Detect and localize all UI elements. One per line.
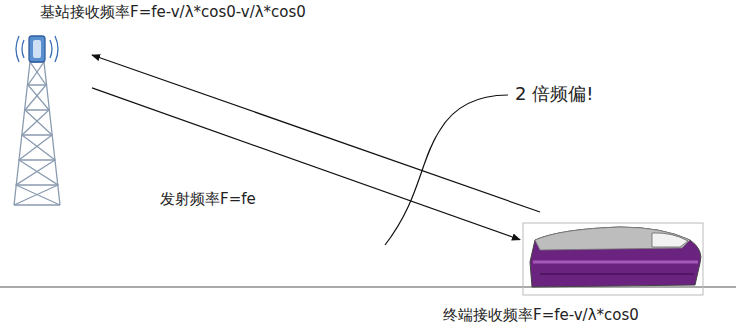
- ground-line: [0, 286, 736, 287]
- frequency-label: 终端接收频率F=fe-v/λ*cos0: [443, 306, 639, 324]
- leader-line: [385, 95, 508, 245]
- frequency-label: 发射频率F=fe: [160, 190, 256, 208]
- frequency-label: 基站接收频率F=fe-v/λ*cos0-v/λ*cos0: [40, 3, 306, 21]
- train-icon: [523, 223, 703, 295]
- signal-arrow: [92, 88, 520, 240]
- base-station: 基站接收频率F=fe-v/λ*cos0-v/λ*cos0: [10, 25, 92, 210]
- tower-icon: [14, 36, 60, 205]
- signal-arrow: [92, 55, 540, 212]
- train-terminal: 终端接收频率F=fe-v/λ*cos0: [520, 212, 702, 296]
- callout-note: 2 倍频偏!: [515, 83, 593, 105]
